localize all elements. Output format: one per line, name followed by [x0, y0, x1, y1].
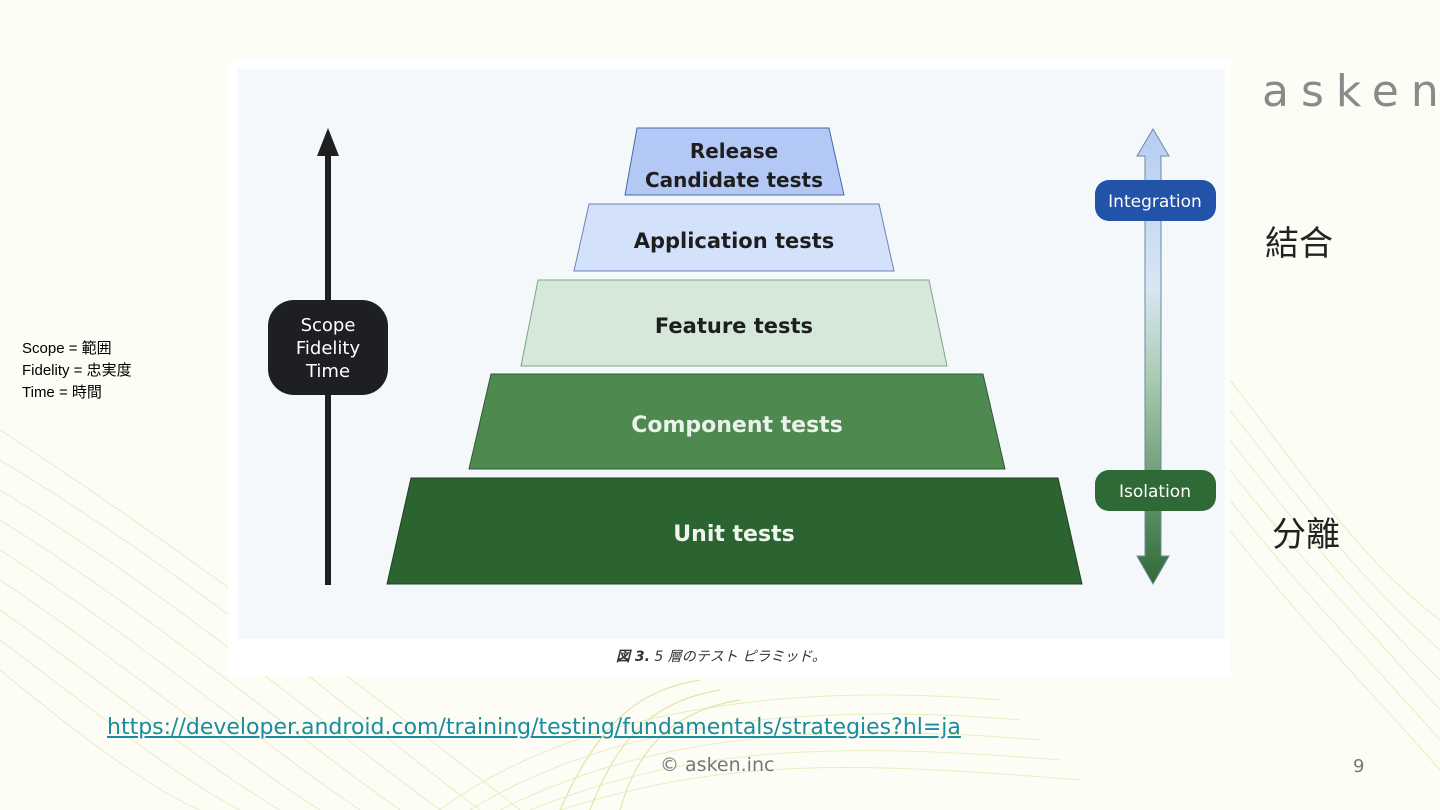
isolation-pill: Isolation: [1095, 470, 1216, 511]
tier-feature: Feature tests: [520, 279, 948, 367]
source-link[interactable]: https://developer.android.com/training/t…: [107, 715, 961, 740]
note-fidelity: Fidelity = 忠実度: [22, 362, 132, 379]
tier-unit-shape: [386, 477, 1083, 585]
badge-line-scope: Scope: [301, 315, 356, 336]
integration-label: Integration: [1108, 192, 1202, 212]
caption-text: 5 層のテスト ピラミッド。: [649, 649, 826, 665]
tier-feature-shape: [520, 279, 948, 367]
scope-fidelity-time-badge: Scope Fidelity Time: [268, 300, 388, 395]
note-scope: Scope = 範囲: [22, 340, 112, 357]
tier-release-line2: Candidate tests: [645, 168, 823, 192]
copyright-footer: © asken.inc: [660, 754, 775, 776]
term-notes: Scope = 範囲 Fidelity = 忠実度 Time = 時間: [22, 338, 132, 404]
tier-feature-label: Feature tests: [655, 314, 813, 338]
tier-component-shape: [468, 373, 1006, 470]
company-logo: asken: [1262, 66, 1440, 117]
tier-application-shape: [573, 203, 895, 272]
tier-component: Component tests: [468, 373, 1006, 470]
tier-component-label: Component tests: [631, 413, 843, 438]
tier-unit-label: Unit tests: [673, 522, 794, 547]
tier-release-shape: [624, 127, 845, 196]
note-time: Time = 時間: [22, 384, 102, 401]
page-number: 9: [1353, 756, 1365, 777]
tier-application-label: Application tests: [634, 229, 835, 253]
badge-line-fidelity: Fidelity: [296, 338, 361, 359]
side-label-integration: 結合: [1265, 224, 1333, 264]
caption-prefix: 図 3.: [616, 649, 650, 665]
isolation-label: Isolation: [1119, 482, 1191, 502]
integration-pill: Integration: [1095, 180, 1216, 221]
tier-application: Application tests: [573, 203, 895, 272]
badge-line-time: Time: [305, 361, 350, 382]
side-label-isolation: 分離: [1272, 515, 1340, 555]
tier-release-candidate: Release Candidate tests: [624, 127, 845, 196]
figure-caption: 図 3. 5 層のテスト ピラミッド。: [616, 646, 826, 666]
tier-unit: Unit tests: [386, 477, 1083, 585]
tier-release-line1: Release: [690, 139, 778, 163]
